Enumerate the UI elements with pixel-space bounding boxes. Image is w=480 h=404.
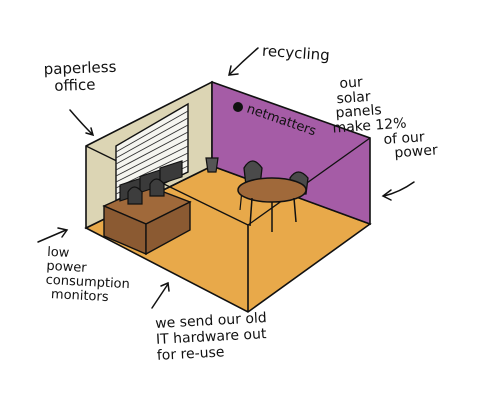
- arrow-recycling: [229, 47, 259, 75]
- meeting-table: [237, 177, 307, 232]
- note-line: office: [53, 74, 96, 95]
- note-hardware-reuse: we send our old IT hardware out for re-u…: [155, 310, 269, 364]
- note-paperless-office: paperless office: [43, 57, 117, 95]
- right-wall: [211, 80, 371, 226]
- note-solar-panels: our solar panels make 12% of our power: [329, 71, 438, 166]
- recycling-bin: [205, 157, 219, 173]
- arrows: [37, 47, 415, 309]
- front-right-edge: [247, 137, 371, 226]
- desk-chairs: [127, 178, 165, 205]
- note-line: paperless: [43, 57, 117, 79]
- desk: [102, 185, 192, 256]
- arrow-paperless: [69, 109, 93, 135]
- arrow-solar: [383, 181, 415, 197]
- arrow-monitors: [37, 229, 67, 243]
- front-left-edge: [85, 145, 249, 226]
- note-low-power-monitors: low power consumption monitors: [45, 245, 132, 306]
- arrow-hardware: [151, 283, 169, 309]
